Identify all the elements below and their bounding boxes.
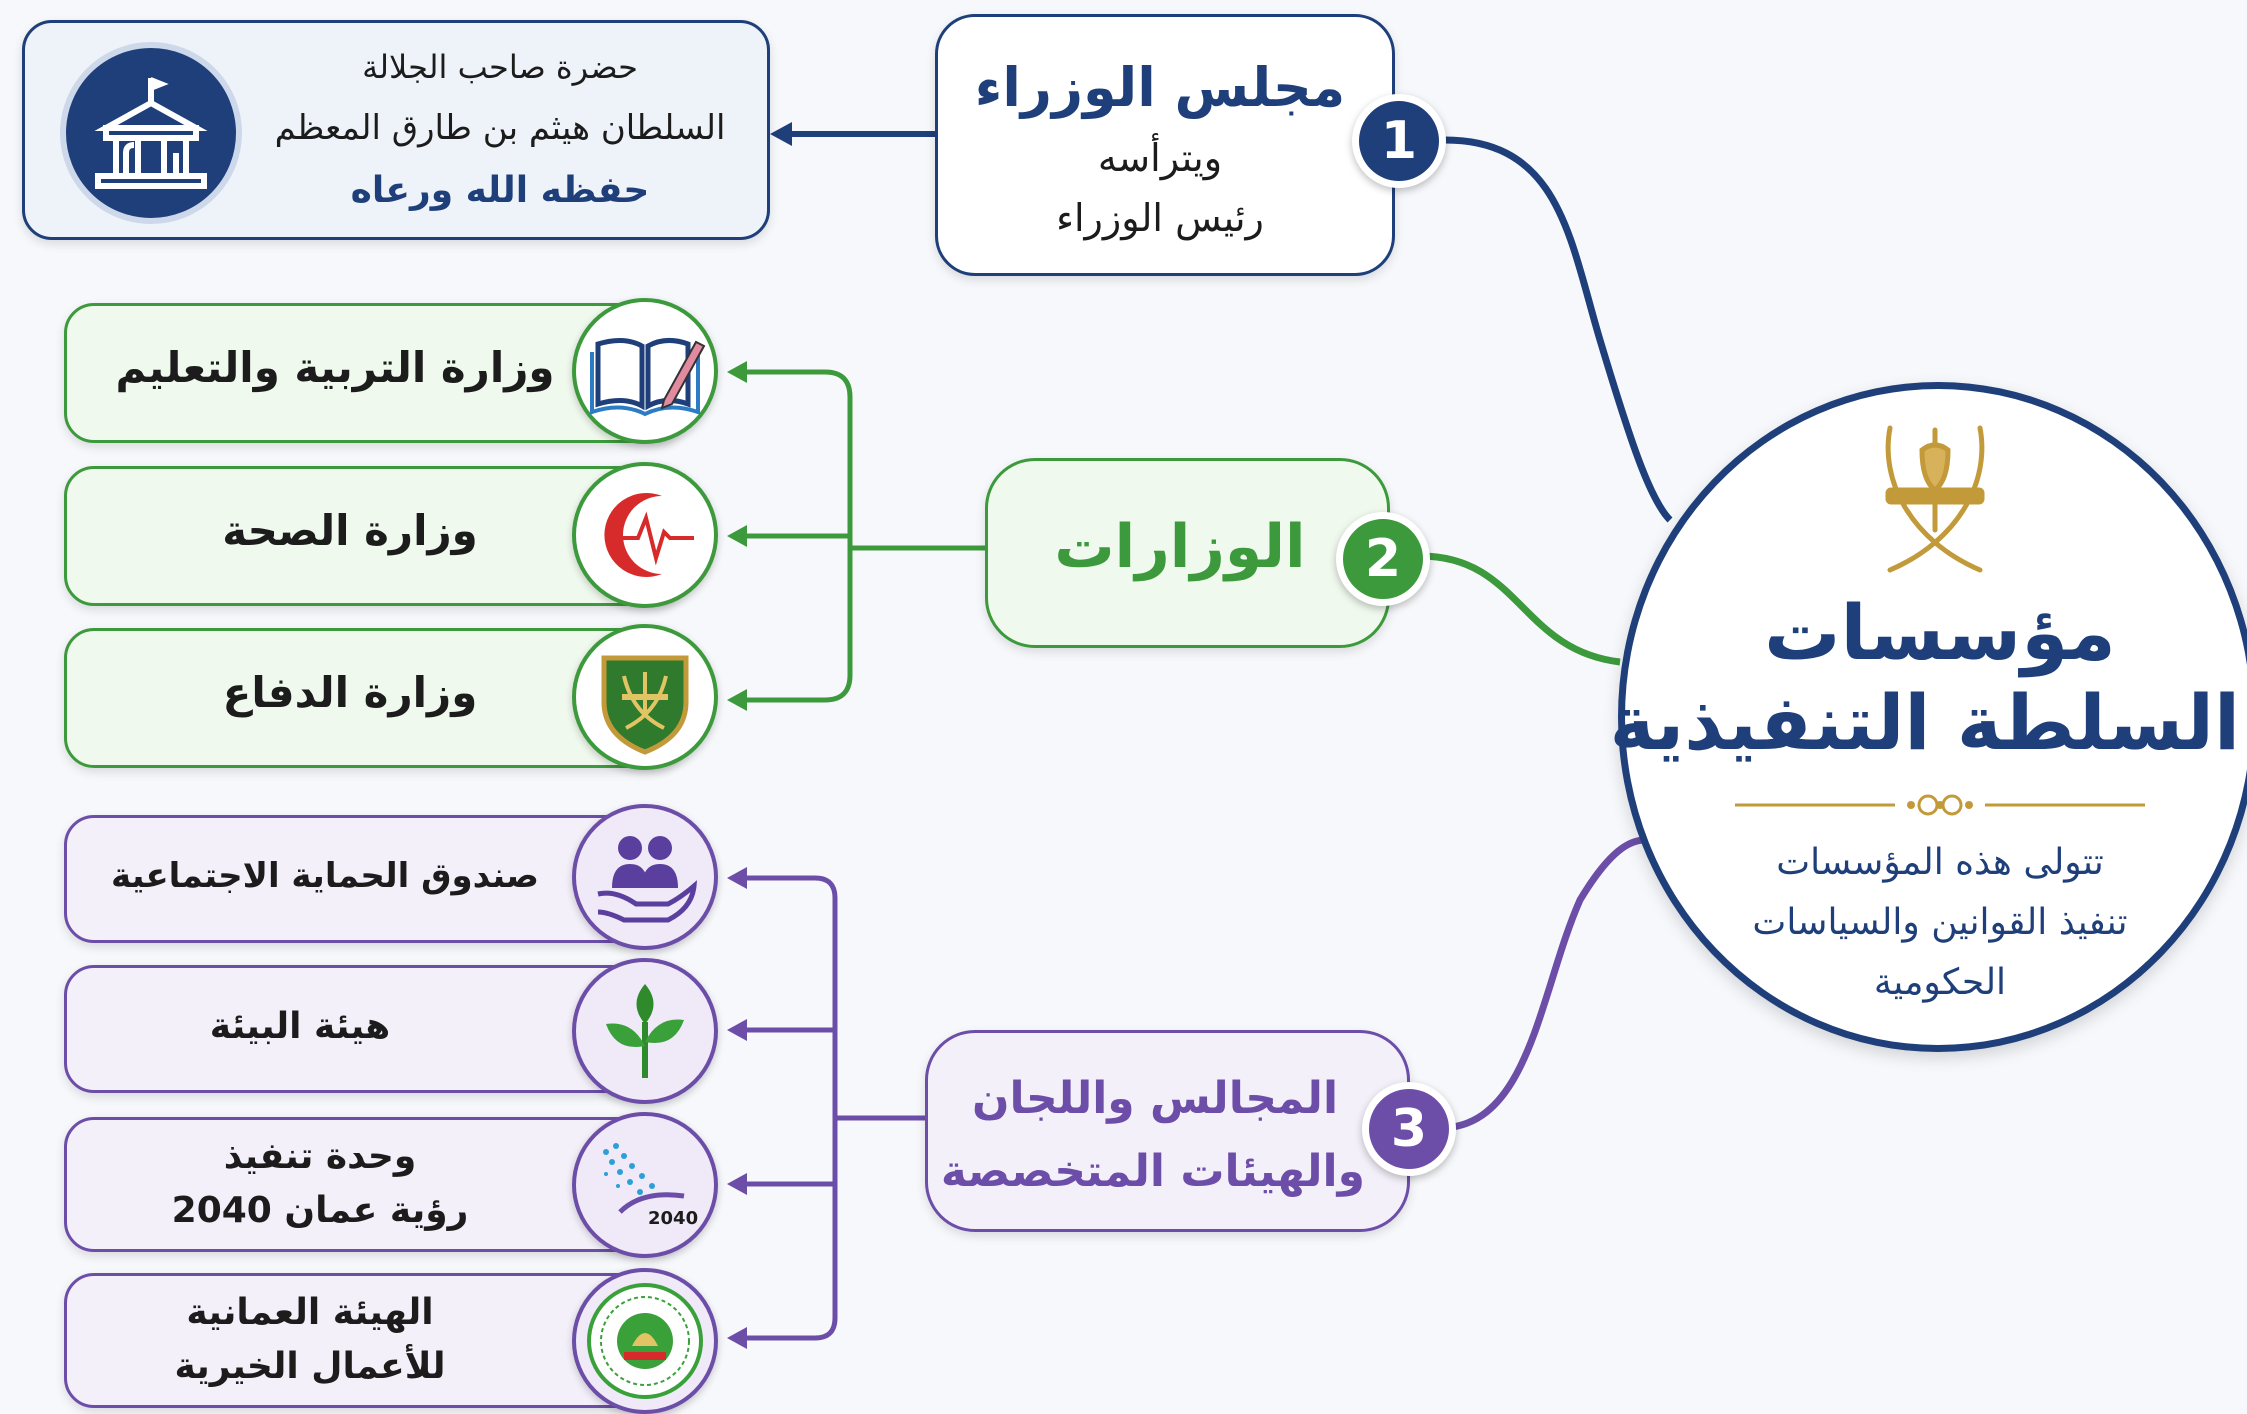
ministry-label-defense: وزارة الدفاع — [222, 668, 478, 717]
oman-emblem-icon — [1885, 425, 1985, 573]
connector-branch2 — [1419, 552, 1621, 666]
center-title-line2: السلطة التنفيذية — [1609, 678, 2240, 767]
crescent-heartbeat-icon — [572, 462, 718, 608]
palace-icon — [60, 42, 242, 224]
ministry-label-health: وزارة الصحة — [222, 506, 478, 555]
branch1-info-line1: حضرة صاحب الجلالة — [362, 48, 638, 86]
branch2-title: الوزارات — [1054, 512, 1306, 582]
council-label-environment: هيئة البيئة — [209, 1006, 391, 1047]
branch3-box — [925, 1030, 1410, 1232]
center-desc-line3: الحكومية — [1873, 962, 2007, 1003]
charitable-organization-logo-icon — [572, 1268, 718, 1414]
branch1-sub-line2: رئيس الوزراء — [1056, 196, 1264, 240]
branch1-box — [935, 14, 1395, 276]
council-label-social-protection: صندوق الحماية الاجتماعية — [110, 856, 540, 896]
center-desc-line2: تنفيذ القوانين والسياسات — [1752, 902, 2128, 943]
branch1-sub-line1: ويترأسه — [1097, 136, 1223, 180]
branch3-number-badge: 3 — [1362, 1082, 1456, 1176]
branch3-tree — [740, 875, 925, 1341]
connector-branch3 — [1439, 836, 1646, 1132]
branch1-info-line3: حفظه الله ورعاه — [350, 170, 650, 211]
connector-branch1 — [1444, 136, 1673, 523]
branch3-title-line1: المجالس واللجان — [971, 1073, 1339, 1124]
branch2-box — [985, 458, 1390, 648]
council-label-vision2040-line1: وحدة تنفيذ — [223, 1136, 417, 1177]
branch2-number-badge: 2 — [1336, 512, 1430, 606]
council-label-charity-line2: للأعمال الخيرية — [174, 1346, 446, 1387]
branch1-info-line2: السلطان هيثم بن طارق المعظم — [274, 108, 726, 148]
ornament-divider-icon — [1735, 794, 2145, 816]
branch3-title-line2: والهيئات المتخصصة — [940, 1146, 1365, 1197]
center-desc-line1: تتولى هذه المؤسسات — [1776, 842, 2104, 883]
vision-2040-logo-text: 2040 — [648, 1208, 699, 1229]
plant-icon — [572, 958, 718, 1104]
council-box-environment — [64, 965, 684, 1093]
book-pencil-icon — [572, 298, 718, 444]
center-title-line1: مؤسسات — [1764, 588, 2116, 677]
shield-emblem-icon — [572, 624, 718, 770]
council-label-charity-line1: الهيئة العمانية — [186, 1292, 434, 1333]
council-label-vision2040-line2: رؤية عمان 2040 — [171, 1190, 469, 1231]
branch1-number-badge: 1 — [1352, 94, 1446, 188]
family-hand-icon — [572, 804, 718, 950]
ministry-label-education: وزارة التربية والتعليم — [115, 343, 555, 392]
branch1-title: مجلس الوزراء — [974, 56, 1346, 119]
vision-2040-logo-icon: 2040 — [572, 1112, 718, 1258]
branch2-tree — [740, 369, 985, 703]
